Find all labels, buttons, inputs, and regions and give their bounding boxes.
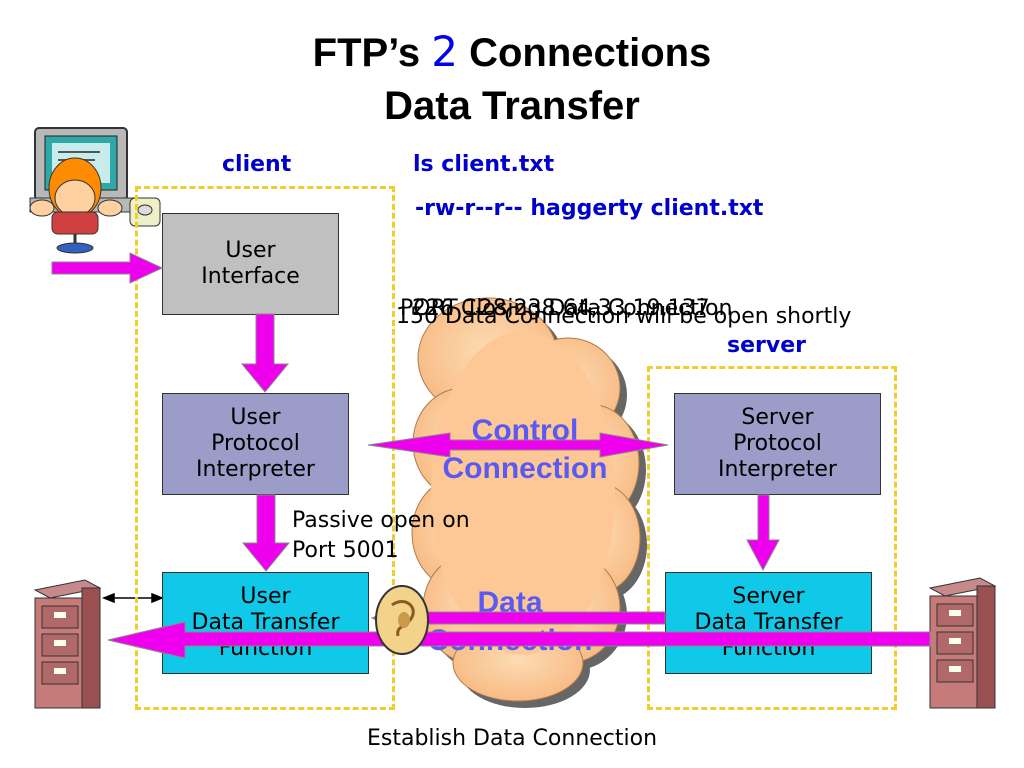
spi-to-sdtf-arrow	[746, 494, 780, 572]
title-line-1: FTP’s 2 Connections	[312, 27, 712, 76]
server-group-border	[647, 366, 897, 710]
computer-user-icon	[29, 127, 161, 254]
file-cabinet-right-icon	[928, 577, 997, 709]
file-transfer-arrow	[107, 621, 931, 659]
user-interface-box: User Interface	[162, 213, 339, 315]
message-port: PORT 128,238,64,33,19,137	[400, 296, 710, 321]
small-double-arrow	[101, 592, 165, 604]
user-dtf-box: User Data Transfer Function	[162, 572, 369, 674]
upi-to-udtf-arrow	[241, 494, 291, 572]
message-150: 150 Data Connection will be open shortly	[396, 304, 852, 329]
user-pi-box: User Protocol Interpreter	[162, 393, 349, 495]
passive-open-note: Passive open on Port 5001	[292, 508, 470, 563]
server-dtf-box: Server Data Transfer Function	[665, 572, 872, 674]
ear-icon	[375, 585, 429, 655]
network-cloud	[411, 297, 647, 708]
control-connection-arrow	[367, 432, 669, 458]
listing-output: -rw-r--r-- haggerty client.txt	[415, 196, 764, 221]
user-input-arrow	[51, 252, 164, 284]
server-pi-box: Server Protocol Interpreter	[674, 393, 881, 495]
ls-command: ls client.txt	[413, 152, 555, 177]
message-226: 226 Closing Data Connection	[412, 296, 733, 321]
title-number: 2	[431, 27, 458, 76]
server-label: server	[727, 333, 806, 358]
file-cabinet-left-icon	[33, 579, 102, 709]
establish-data-connection-note: Establish Data Connection	[366, 726, 658, 751]
title-line-2: Data Transfer	[384, 84, 640, 128]
client-label: client	[222, 152, 292, 177]
ui-to-upi-arrow	[240, 313, 290, 393]
